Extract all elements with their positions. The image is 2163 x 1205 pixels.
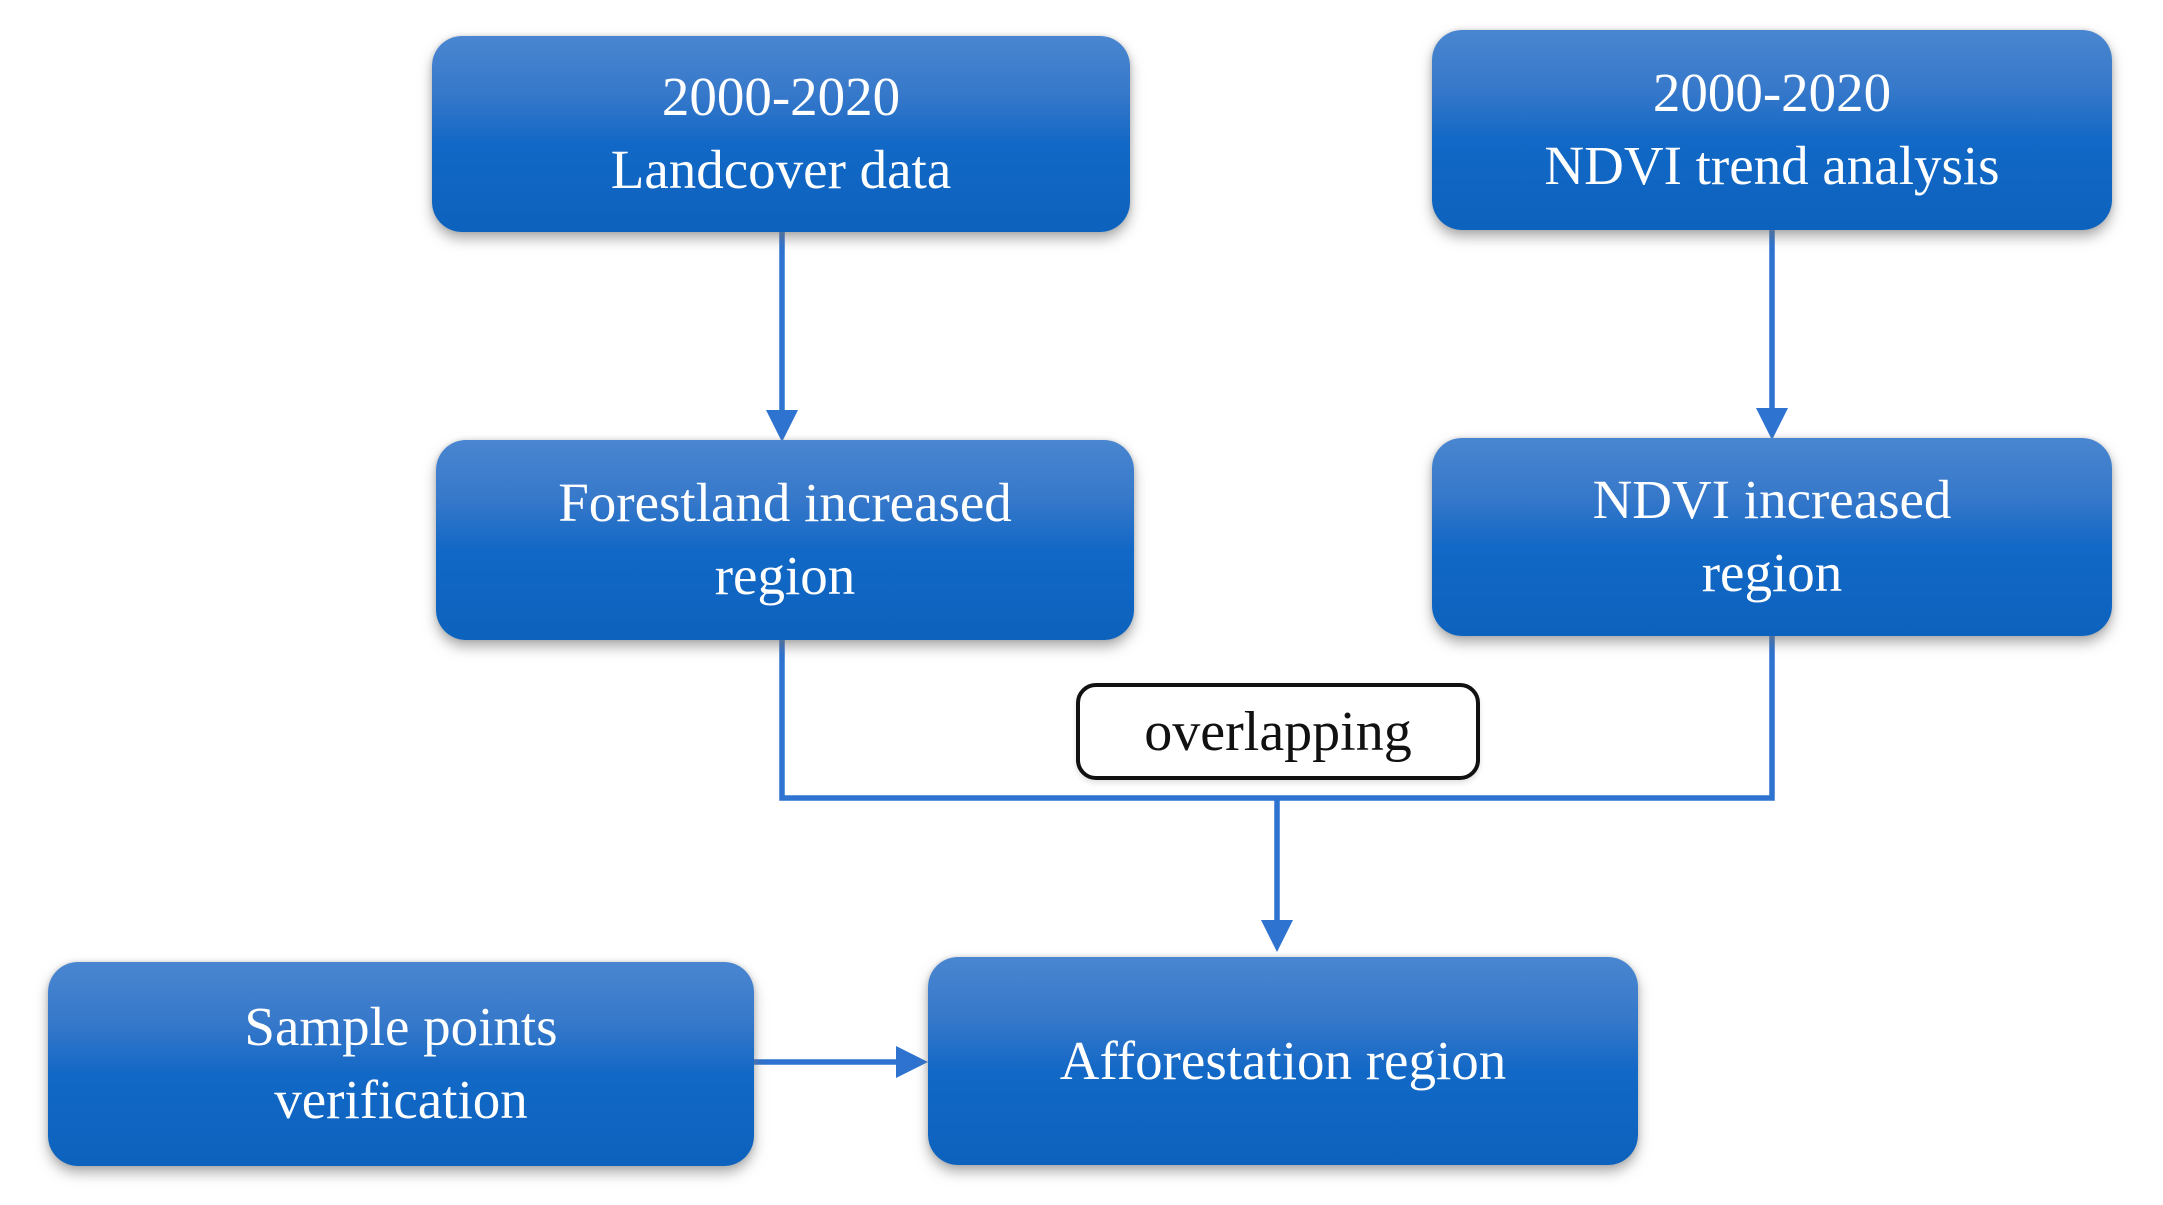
- node-landcover-line2: Landcover data: [610, 139, 952, 200]
- node-ndvi-trend-analysis: 2000-2020 NDVI trend analysis: [1432, 30, 2112, 230]
- node-sample-line1: Sample points: [244, 996, 558, 1058]
- edge-landcover-to-forestland-arrowhead-icon: [766, 410, 798, 442]
- node-ndvi-increased-region: NDVI increased region: [1432, 438, 2112, 636]
- node-ndvi-trend-line1: 2000-2020: [1652, 62, 1892, 124]
- edge-overlap-to-afforestation-arrowhead-icon: [1261, 920, 1293, 952]
- node-forestland-line2: region: [714, 545, 856, 606]
- edge-ndvitrend-to-ndviregion-arrowhead-icon: [1756, 408, 1788, 440]
- node-ndvi-trend-line2: NDVI trend analysis: [1544, 135, 2000, 196]
- node-ndvi-region-line2: region: [1701, 542, 1843, 603]
- node-sample-line2: verification: [274, 1069, 528, 1130]
- node-afforestation-region: Afforestation region: [928, 957, 1638, 1165]
- node-landcover-data: 2000-2020 Landcover data: [432, 36, 1130, 232]
- node-overlapping-label: overlapping: [1076, 683, 1480, 780]
- edge-sample-to-afforestation-arrowhead-icon: [896, 1046, 928, 1078]
- node-sample-points-verification: Sample points verification: [48, 962, 754, 1166]
- node-forestland-line1: Forestland increased: [558, 472, 1012, 534]
- overlapping-text: overlapping: [1144, 700, 1412, 763]
- node-ndvi-region-line1: NDVI increased: [1592, 469, 1952, 531]
- node-afforestation-text: Afforestation region: [1059, 1029, 1507, 1091]
- node-forestland-increased-region: Forestland increased region: [436, 440, 1134, 640]
- node-landcover-line1: 2000-2020: [661, 66, 901, 128]
